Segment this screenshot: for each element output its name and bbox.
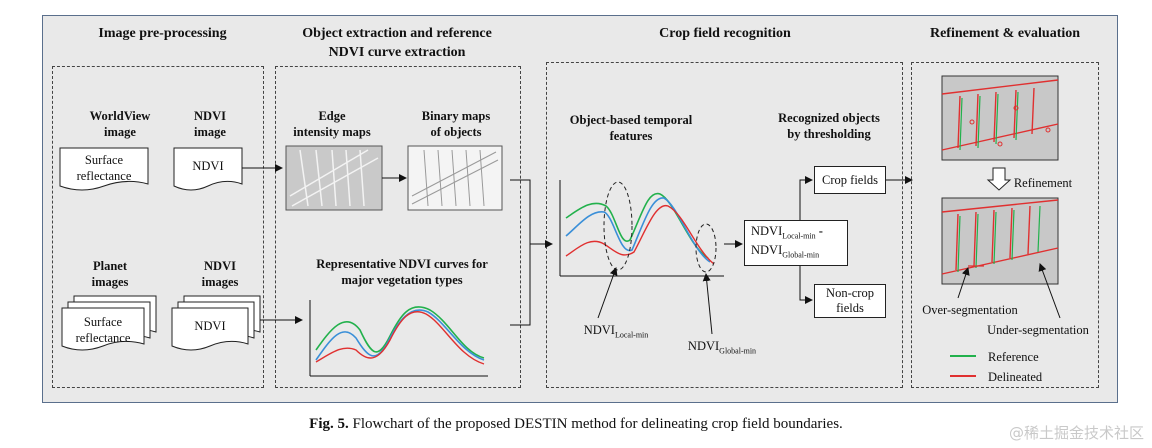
- representative-curves-chart: [309, 300, 488, 377]
- figure-caption: Fig. 5. Flowchart of the proposed DESTIN…: [0, 416, 1152, 433]
- connector-binary: [510, 179, 531, 244]
- ndvi-doc-top-text: NDVI: [192, 159, 224, 173]
- legend-reference-label: Reference: [988, 350, 1039, 364]
- temporal-features-chart: [559, 180, 724, 335]
- caption-fig-number: Fig. 5.: [309, 416, 349, 432]
- refinement-label: Refinement: [1013, 176, 1073, 190]
- extraction-box: [275, 66, 521, 388]
- refinement-map-top: [941, 75, 1059, 161]
- ndvi-difference-box: NDVILocal-min - NDVIGlobal-min: [744, 220, 848, 266]
- section-title-preprocessing: Image pre-processing: [98, 26, 227, 41]
- ndvi-doc-top: [173, 147, 243, 191]
- arrow-under-seg: [1038, 263, 1061, 319]
- under-segmentation-label: Under-segmentation: [987, 323, 1089, 337]
- section-title-line1: Object extraction and reference: [302, 26, 492, 41]
- connector-curves: [510, 244, 531, 326]
- preprocessing-box: [52, 66, 264, 388]
- section-title-object-extraction: Object extraction and reference NDVI cur…: [272, 24, 522, 62]
- binary-map-of-objects: [407, 145, 503, 211]
- local-min-label: NDVILocal-min: [583, 323, 649, 340]
- recognition-box: [546, 62, 903, 388]
- arrow-over-seg: [957, 267, 970, 299]
- section-title-refinement: Refinement & evaluation: [929, 26, 1081, 41]
- crop-fields-box: Crop fields: [814, 166, 886, 194]
- over-segmentation-label: Over-segmentation: [922, 303, 1018, 317]
- ndvi-doc-bottom-text: NDVI: [194, 319, 226, 333]
- surface-doc-stack-1: [61, 307, 145, 351]
- global-min-label: NDVIGlobal-min: [687, 339, 757, 356]
- legend-delineated-label: Delineated: [988, 370, 1043, 384]
- refinement-box: [911, 62, 1099, 388]
- surface-reflectance-doc-top: [59, 147, 149, 191]
- section-title-recognition: Crop field recognition: [659, 26, 791, 41]
- refinement-down-arrow: [986, 167, 1012, 191]
- section-title-line2: NDVI curve extraction: [328, 45, 466, 60]
- caption-text: Flowchart of the proposed DESTIN method …: [348, 416, 843, 432]
- watermark: @稀土掘金技术社区: [1008, 424, 1144, 442]
- ndvi-doc-stack-1: [171, 307, 249, 351]
- refinement-map-bottom: [941, 197, 1059, 285]
